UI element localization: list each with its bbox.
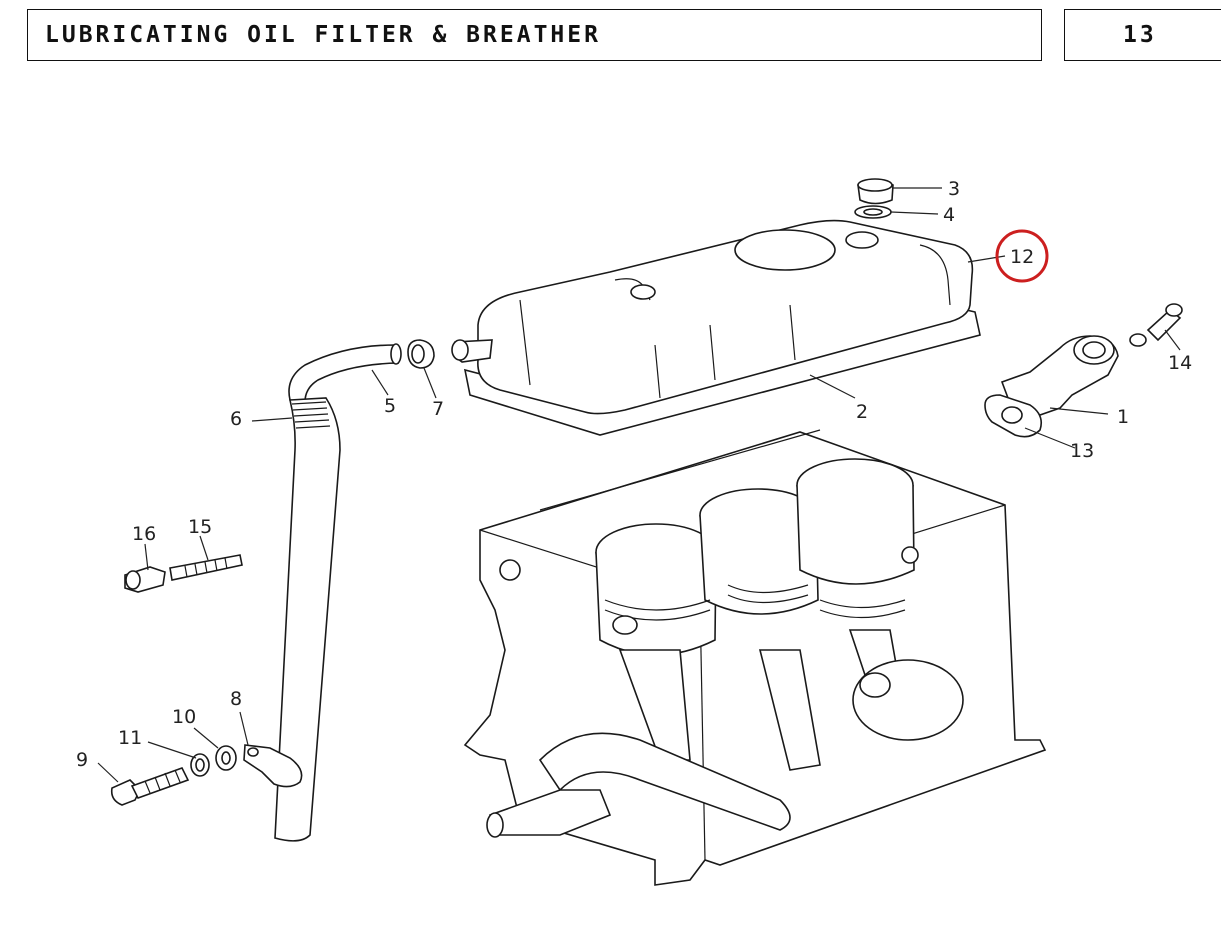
leader-lines bbox=[97, 187, 1181, 783]
clamp-bolt[interactable] bbox=[110, 767, 190, 806]
housing-gasket[interactable] bbox=[984, 394, 1043, 438]
callout-7: 7 bbox=[432, 398, 444, 420]
filler-cap-seal[interactable] bbox=[854, 205, 892, 219]
spring-washer[interactable] bbox=[190, 753, 210, 777]
callout-14: 14 bbox=[1168, 352, 1192, 374]
callout-2: 2 bbox=[856, 401, 868, 423]
hose-clip[interactable] bbox=[407, 339, 435, 369]
callout-10: 10 bbox=[172, 706, 196, 728]
callout-8: 8 bbox=[230, 688, 242, 710]
callout-1: 1 bbox=[1117, 406, 1129, 428]
callout-13: 13 bbox=[1070, 440, 1094, 462]
flat-washer[interactable] bbox=[215, 745, 237, 771]
callout-15: 15 bbox=[188, 516, 212, 538]
stud[interactable] bbox=[169, 554, 243, 581]
callout-9: 9 bbox=[76, 749, 88, 771]
page-number-box: 13 bbox=[1064, 9, 1221, 61]
pipe-clamp[interactable] bbox=[243, 744, 303, 788]
breather-pipe[interactable] bbox=[274, 397, 341, 842]
callout-3: 3 bbox=[948, 178, 960, 200]
engine-block bbox=[463, 429, 1047, 886]
callouts: 1 2 3 4 5 6 7 8 9 10 11 12 13 14 15 16 bbox=[76, 178, 1192, 771]
callout-6: 6 bbox=[230, 408, 242, 430]
page-title: LUBRICATING OIL FILTER & BREATHER bbox=[45, 22, 601, 48]
callout-16: 16 bbox=[132, 523, 156, 545]
callout-12-highlight bbox=[995, 229, 1049, 283]
callout-11: 11 bbox=[118, 727, 142, 749]
stud-nut[interactable] bbox=[124, 566, 166, 593]
breather-hose[interactable] bbox=[288, 343, 402, 403]
callout-12: 12 bbox=[1010, 246, 1034, 268]
drain-plug[interactable] bbox=[1129, 303, 1183, 347]
oil-filler-cap[interactable] bbox=[857, 178, 894, 205]
callout-4: 4 bbox=[943, 204, 955, 226]
title-box: LUBRICATING OIL FILTER & BREATHER bbox=[27, 9, 1042, 61]
callout-5: 5 bbox=[384, 395, 396, 417]
page-number: 13 bbox=[1123, 22, 1157, 48]
oil-filler-housing[interactable] bbox=[1000, 335, 1119, 416]
rocker-cover[interactable] bbox=[451, 219, 981, 436]
